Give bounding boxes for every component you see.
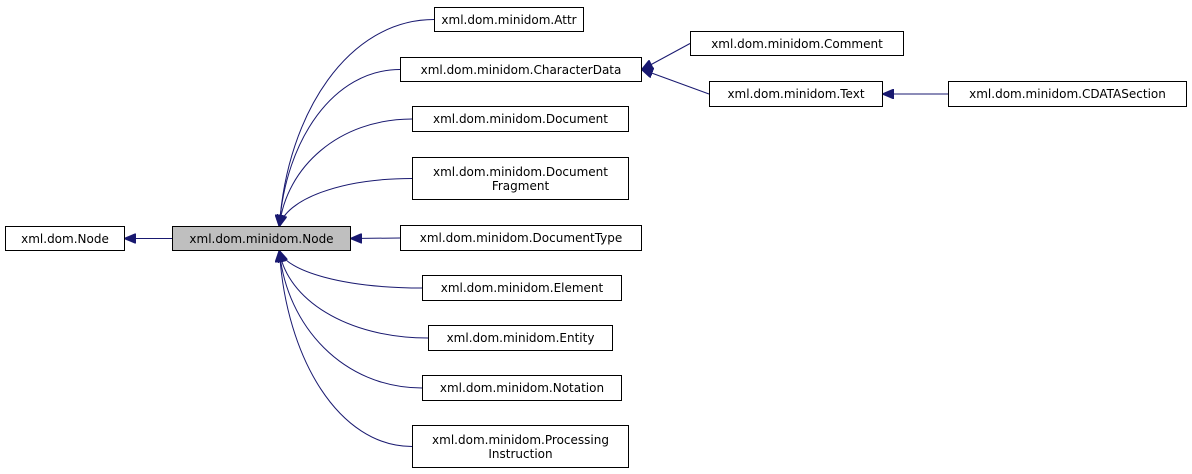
node-label: xml.dom.minidom.Element: [440, 281, 604, 295]
node-label: xml.dom.minidom.Node: [189, 231, 334, 246]
node-label-line-2: Fragment: [491, 178, 550, 193]
node-attr[interactable]: xml.dom.minidom.Attr: [434, 7, 584, 32]
node-label: xml.dom.minidom.Attr: [441, 12, 577, 27]
node-entity[interactable]: xml.dom.minidom.Entity: [428, 325, 613, 351]
node-element[interactable]: xml.dom.minidom.Element: [422, 275, 622, 301]
edge-comment-to-character-data: [642, 43, 691, 70]
node-document[interactable]: xml.dom.minidom.Document: [412, 106, 629, 132]
node-label-line-1: xml.dom.minidom.Processing: [432, 432, 609, 447]
node-label: xml.dom.minidom.Entity: [446, 331, 595, 345]
node-character-data[interactable]: xml.dom.minidom.CharacterData: [400, 57, 642, 82]
edge-notation-to-minidom-node: [279, 251, 423, 389]
edge-entity-to-minidom-node: [279, 251, 429, 339]
node-label: xml.dom.minidom.Notation: [439, 381, 605, 395]
node-label: xml.dom.minidom.CDATASection: [969, 87, 1166, 101]
node-document-fragment[interactable]: xml.dom.minidom.Document Fragment: [412, 157, 629, 200]
node-label: xml.dom.minidom.Document: [433, 112, 608, 126]
node-document-type[interactable]: xml.dom.minidom.DocumentType: [400, 225, 642, 251]
node-text[interactable]: xml.dom.minidom.Text: [709, 81, 883, 107]
node-label: xml.dom.minidom.CharacterData: [420, 62, 622, 77]
node-xml-dom-node[interactable]: xml.dom.Node: [5, 226, 125, 251]
node-label-line-2: Instruction: [488, 446, 553, 461]
edge-element-to-minidom-node: [279, 251, 423, 289]
edge-document-fragment-to-minidom-node: [279, 178, 413, 227]
edge-attr-to-minidom-node: [279, 19, 435, 227]
node-cdata-section[interactable]: xml.dom.minidom.CDATASection: [948, 81, 1187, 107]
node-label-line-1: xml.dom.minidom.Document: [433, 164, 608, 179]
node-label: xml.dom.Node: [21, 231, 109, 246]
node-processing-instruction[interactable]: xml.dom.minidom.Processing Instruction: [412, 425, 629, 468]
edge-processing-instruction-to-minidom-node: [279, 251, 413, 447]
node-label: xml.dom.minidom.DocumentType: [419, 231, 623, 245]
node-comment[interactable]: xml.dom.minidom.Comment: [690, 31, 904, 56]
node-minidom-node[interactable]: xml.dom.minidom.Node: [172, 226, 351, 251]
edge-document-to-minidom-node: [279, 118, 413, 226]
node-label: xml.dom.minidom.Text: [727, 87, 865, 101]
node-notation[interactable]: xml.dom.minidom.Notation: [422, 375, 622, 401]
edge-character-data-to-minidom-node: [279, 69, 401, 227]
edge-document-type-to-minidom-node: [351, 238, 401, 239]
node-label: xml.dom.minidom.Comment: [711, 36, 883, 51]
edge-text-to-character-data: [642, 70, 710, 95]
